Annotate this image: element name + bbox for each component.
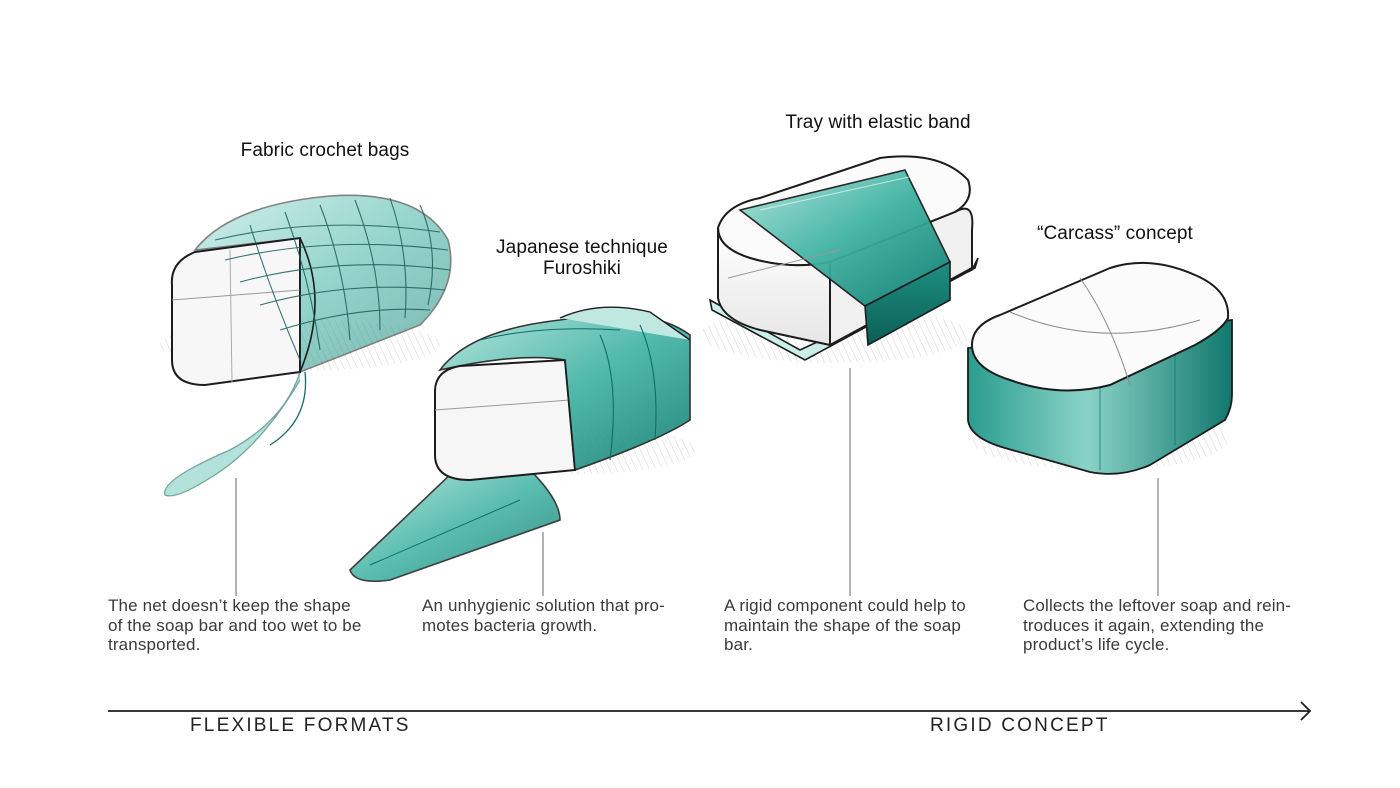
progression-axis: [108, 701, 1312, 721]
description-carcass-concept: Collects the leftover soap and rein- tro…: [1023, 596, 1292, 654]
carcass-sketch: [967, 261, 1233, 596]
description-fabric-crochet-bags: The net doesn’t keep the shape of the so…: [108, 596, 362, 654]
axis-arrowhead: [1300, 701, 1312, 721]
description-tray-elastic-band: A rigid component could help to maintain…: [724, 596, 966, 654]
title-japanese-furoshiki: Japanese technique Furoshiki: [496, 237, 668, 279]
tray-elastic-band-sketch: [700, 155, 979, 596]
furoshiki-sketch: [349, 306, 695, 596]
title-tray-elastic-band: Tray with elastic band: [785, 112, 971, 133]
axis-label-rigid-concept: RIGID CONCEPT: [930, 715, 1110, 736]
title-fabric-crochet-bags: Fabric crochet bags: [240, 140, 410, 161]
crochet-bag-sketch: [160, 194, 452, 596]
title-carcass-concept: “Carcass” concept: [1037, 223, 1193, 244]
axis-label-flexible-formats: FLEXIBLE FORMATS: [190, 715, 411, 736]
description-japanese-furoshiki: An unhygienic solution that pro- motes b…: [422, 596, 665, 635]
